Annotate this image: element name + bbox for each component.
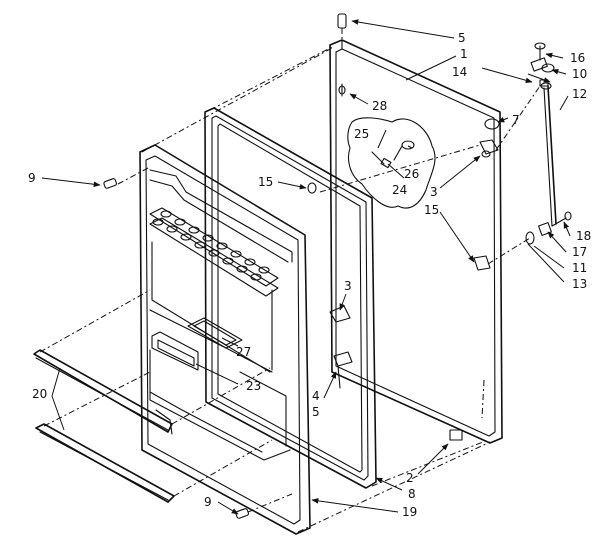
- callout-1: 1: [460, 47, 468, 61]
- callout-16: 16: [570, 51, 585, 65]
- callout-3-upper: 3: [430, 185, 438, 199]
- callout-19: 19: [402, 505, 417, 519]
- callout-numbers: 5 1 16 14 10 12 28 7 25 26 24 3 15 15 9 …: [28, 31, 591, 519]
- callout-5-lower: 5: [312, 405, 320, 419]
- callout-12: 12: [572, 87, 587, 101]
- callout-4: 4: [312, 389, 320, 403]
- hinge-rod: [540, 82, 557, 227]
- callout-9-left: 9: [28, 171, 36, 185]
- callout-5-top: 5: [458, 31, 466, 45]
- callout-23: 23: [246, 379, 261, 393]
- top-hinge-parts: [530, 42, 555, 87]
- bottom-hinge-parts: [525, 211, 572, 245]
- callout-20: 20: [32, 387, 47, 401]
- callout-14: 14: [452, 65, 467, 79]
- outer-door-panel: [329, 39, 503, 444]
- door-hinge-brackets: [307, 83, 500, 441]
- callout-15-left: 15: [258, 175, 273, 189]
- callout-17: 17: [572, 245, 587, 259]
- egg-wells: [152, 210, 270, 281]
- callout-3-lower: 3: [344, 279, 352, 293]
- callout-13: 13: [572, 277, 587, 291]
- callout-26: 26: [404, 167, 419, 181]
- callout-10: 10: [572, 67, 587, 81]
- callout-25: 25: [354, 127, 369, 141]
- inner-door-liner: [139, 144, 311, 535]
- callout-24: 24: [392, 183, 407, 197]
- callout-7: 7: [512, 113, 520, 127]
- callout-9-bottom: 9: [204, 495, 212, 509]
- callout-27: 27: [236, 345, 251, 359]
- screws: [103, 13, 347, 519]
- callout-2: 2: [406, 471, 414, 485]
- door-shelf-lower: [35, 423, 175, 503]
- callout-18: 18: [576, 229, 591, 243]
- door-shelf-upper: [33, 349, 173, 433]
- callout-15-right: 15: [424, 203, 439, 217]
- assembly-guide-lines: [39, 28, 541, 533]
- callout-leaders: [41, 19, 571, 515]
- callout-28: 28: [372, 99, 387, 113]
- door-gasket: [204, 107, 377, 489]
- callout-8: 8: [408, 487, 416, 501]
- callout-11: 11: [572, 261, 587, 275]
